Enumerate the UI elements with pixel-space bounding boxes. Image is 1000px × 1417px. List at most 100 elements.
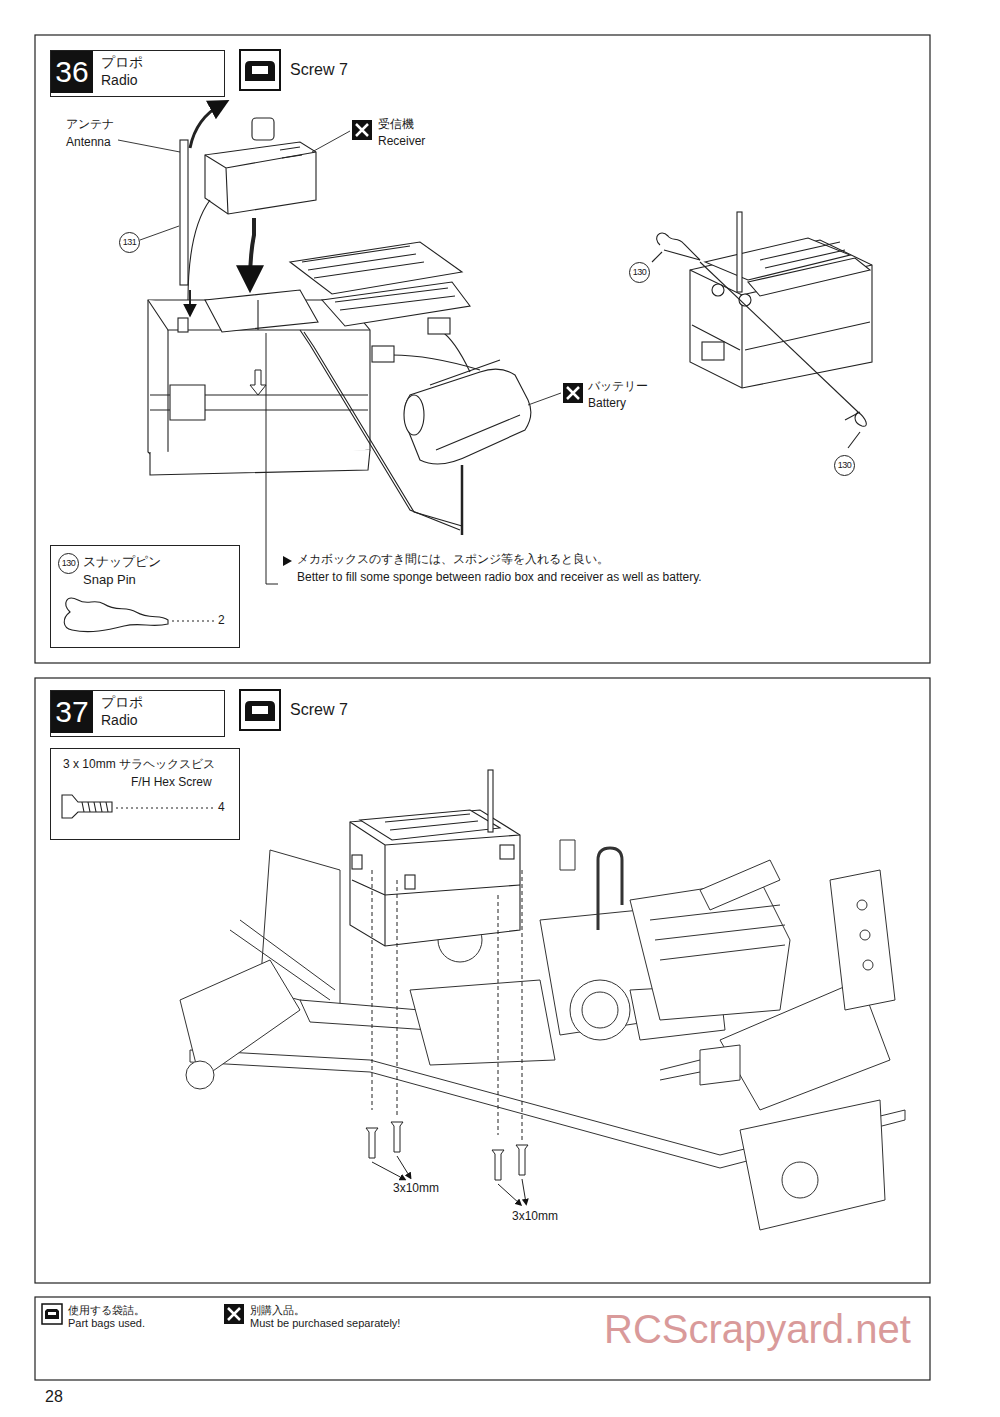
bag-icon <box>252 66 268 74</box>
screw <box>366 1128 378 1158</box>
screw-drawing <box>62 795 112 818</box>
battery <box>392 355 480 370</box>
chassis <box>186 1061 214 1089</box>
radio-box-closed <box>702 342 724 360</box>
bag-icon <box>246 62 274 80</box>
radio-box-mounted <box>352 880 520 895</box>
screw <box>391 1122 403 1152</box>
antenna-tube <box>250 218 254 282</box>
chassis <box>700 1045 740 1085</box>
leader-line <box>312 131 350 152</box>
servo-rod <box>300 330 460 530</box>
screw <box>366 1122 528 1180</box>
radio-box-mounted <box>488 770 493 832</box>
callout-number: 131 <box>119 232 140 253</box>
servo-rod <box>257 300 258 330</box>
chassis <box>180 840 905 1230</box>
battery <box>372 346 394 362</box>
radio-box <box>150 450 370 475</box>
battery <box>404 395 424 435</box>
bag-icon <box>45 1309 59 1319</box>
dimension: 3x10mm <box>392 1182 440 1196</box>
radio-box-closed <box>712 284 724 296</box>
bag-icon <box>42 1304 62 1324</box>
snap-pin <box>657 233 700 260</box>
leader-line <box>372 1162 404 1179</box>
panel-frames <box>35 678 930 1283</box>
chassis <box>410 980 555 1065</box>
radio-box-mounted <box>405 875 415 889</box>
leader-line <box>140 226 179 240</box>
radio-box <box>335 288 455 310</box>
purchase-separately-icon <box>563 383 583 403</box>
chassis <box>863 960 873 970</box>
radio-box <box>205 290 318 332</box>
receiver <box>205 152 316 214</box>
chassis <box>740 1100 885 1230</box>
snap-pin <box>848 432 860 448</box>
chassis <box>857 900 867 910</box>
screw <box>492 1150 504 1180</box>
snap-pin-drawing <box>64 598 168 631</box>
bag-icon <box>48 1312 56 1315</box>
quantity: 4 <box>218 801 225 815</box>
radio-box-mounted <box>350 770 520 946</box>
battery <box>372 318 531 535</box>
receiver <box>205 142 316 214</box>
radio-box-mounted <box>350 810 520 946</box>
part-label: Battery <box>588 397 626 411</box>
part-label: Antenna <box>66 136 111 150</box>
antenna-tube <box>180 140 188 285</box>
bag-name: Screw 7 <box>290 701 348 719</box>
bag-icon <box>240 50 280 90</box>
step-number: 37 <box>51 691 93 733</box>
step-title: Radio <box>101 72 138 88</box>
screw-drawing <box>116 807 214 808</box>
radio-box-mounted <box>385 814 478 830</box>
purchase-separately-icon <box>352 120 372 140</box>
chassis <box>570 980 630 1040</box>
legend-text: Must be purchased separately! <box>250 1317 400 1330</box>
step-title: Radio <box>101 712 138 728</box>
servo-rod <box>258 300 462 530</box>
callout-number: 130 <box>629 262 650 283</box>
snap-pin <box>700 262 858 412</box>
callout-number: 130 <box>834 455 855 476</box>
battery <box>430 360 520 450</box>
bag-icon <box>246 702 274 720</box>
screw-drawing <box>82 802 108 812</box>
part-label: 受信機 <box>378 118 414 132</box>
antenna-tube <box>188 200 210 300</box>
part-name: Snap Pin <box>83 573 136 588</box>
purchase-separately-icon <box>567 387 579 399</box>
purchase-separately-icon <box>356 124 368 136</box>
chassis <box>598 848 622 930</box>
step-title-ja: プロポ <box>101 694 143 710</box>
part-label: アンテナ <box>66 118 114 132</box>
page-number: 28 <box>45 1388 63 1406</box>
purchase-separately-icon <box>224 1304 244 1324</box>
screw-drawing <box>62 795 214 818</box>
bag-icon <box>252 706 268 714</box>
chassis <box>582 992 618 1028</box>
radio-box <box>170 385 205 420</box>
leader-line <box>397 1156 410 1177</box>
snap-pin <box>845 412 860 420</box>
chassis <box>660 1060 700 1080</box>
panel-frames <box>35 35 930 663</box>
legend-text: 使用する袋詰。 <box>68 1304 145 1317</box>
bag-icon <box>240 690 280 730</box>
battery <box>461 465 464 535</box>
part-name-ja: スナップピン <box>83 555 161 570</box>
part-label: Receiver <box>378 135 425 149</box>
part-box: 130スナップピンSnap Pin2 <box>50 545 240 648</box>
panel-frames <box>35 35 930 1380</box>
leader-line <box>498 1184 520 1204</box>
servo-rod <box>304 332 462 526</box>
radio-box-closed <box>737 212 742 292</box>
mount-guide <box>498 895 499 1135</box>
sponge-arrow <box>266 333 278 584</box>
leader-line <box>118 131 561 405</box>
radio-box-mounted <box>500 845 514 859</box>
